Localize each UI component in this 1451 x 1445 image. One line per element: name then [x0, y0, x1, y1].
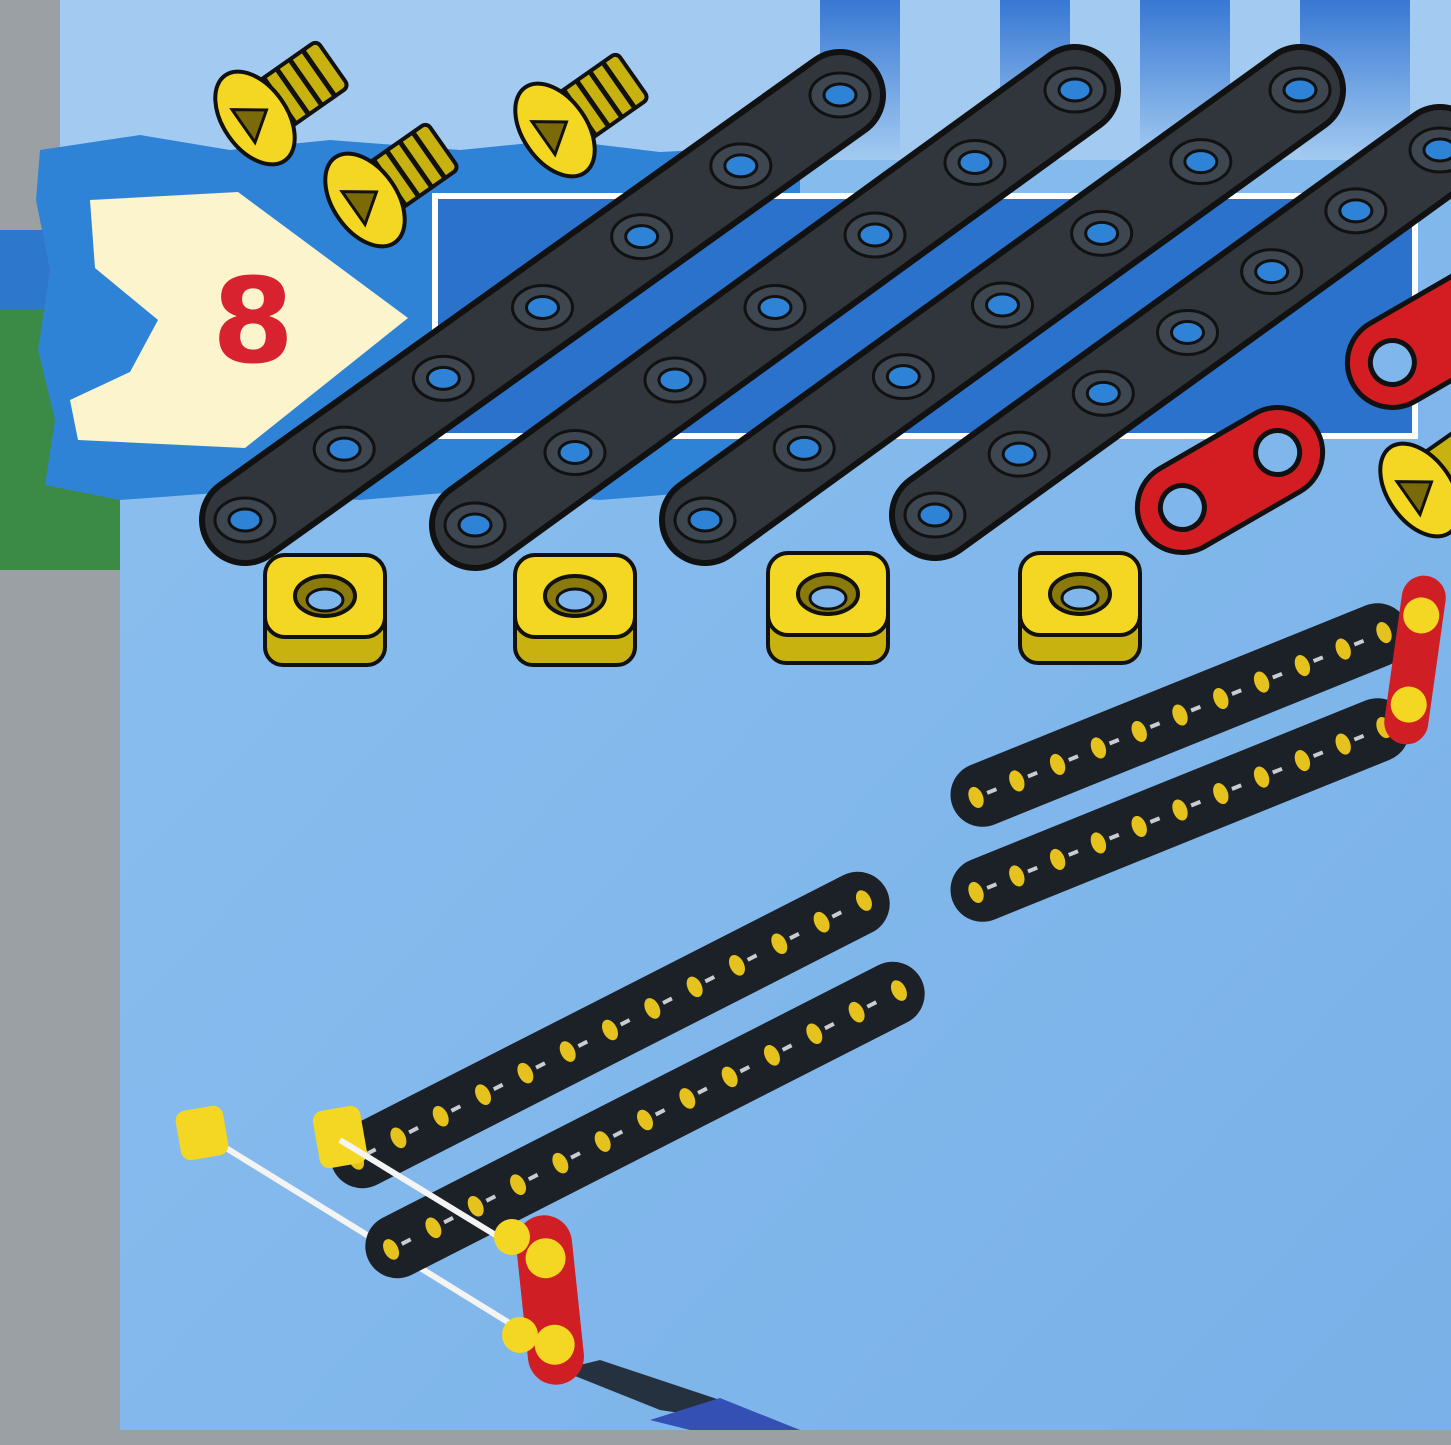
bottom-frame — [0, 1430, 1451, 1445]
yellow-nut-photo — [502, 1317, 538, 1353]
square-nut-icon — [265, 555, 385, 665]
square-nut-icon — [1020, 553, 1140, 663]
step-number: 8 — [212, 252, 294, 390]
yellow-nut-photo — [494, 1219, 530, 1255]
yellow-spacer — [311, 1104, 368, 1169]
yellow-spacer — [174, 1104, 230, 1162]
square-nut-icon — [768, 553, 888, 663]
square-nut-icon — [515, 555, 635, 665]
